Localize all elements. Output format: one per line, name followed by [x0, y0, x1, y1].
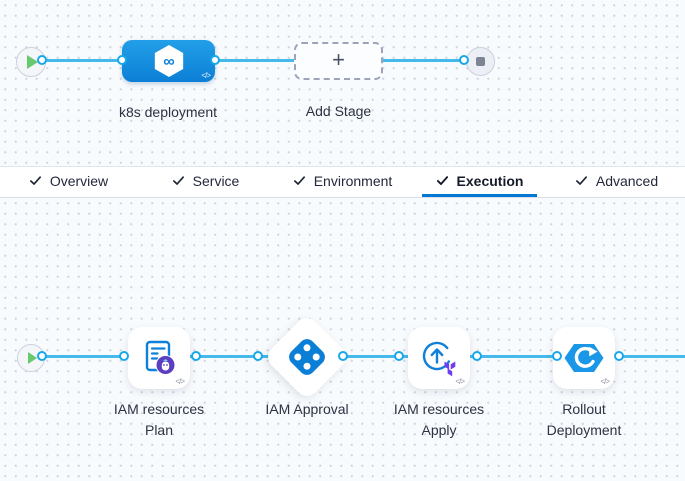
tab-service[interactable]: Service	[137, 167, 274, 197]
tab-label: Environment	[313, 172, 393, 189]
tab-label: Execution	[456, 172, 524, 189]
terraform-plan-icon	[145, 340, 176, 375]
add-stage-button[interactable]: +	[294, 42, 383, 80]
connector-dot	[119, 351, 129, 361]
step-label[interactable]: Rollout Deployment	[546, 401, 622, 438]
stop-icon	[476, 57, 485, 66]
check-icon	[293, 176, 305, 185]
pipeline-end-node	[466, 47, 495, 76]
step-label[interactable]: IAM resources Plan	[113, 401, 205, 438]
play-icon	[27, 55, 38, 69]
code-icon[interactable]: </>	[455, 377, 465, 386]
rollout-deployment-icon	[564, 344, 604, 372]
tab-overview[interactable]: Overview	[0, 167, 137, 197]
connector-dot	[338, 351, 348, 361]
approval-icon	[285, 335, 329, 379]
connector-dot	[472, 351, 482, 361]
tab-execution[interactable]: Execution	[411, 167, 548, 197]
check-icon	[172, 176, 184, 185]
play-icon	[27, 352, 37, 364]
connector-dot	[37, 55, 47, 65]
step-node-rollout-deployment[interactable]: </>	[553, 327, 615, 389]
tab-label: Advanced	[595, 172, 659, 189]
code-icon[interactable]: </>	[600, 377, 610, 386]
check-icon	[575, 176, 587, 185]
execution-graph-section: </> IAM resources Plan IAM Approval </> …	[0, 198, 685, 481]
check-icon	[29, 176, 41, 185]
connector-dot	[117, 55, 127, 65]
execution-connector-line	[42, 355, 685, 358]
tab-label: Overview	[49, 172, 109, 189]
stage-node-k8s-deployment[interactable]: ∞ </>	[122, 40, 215, 82]
stage-label[interactable]: k8s deployment	[118, 104, 218, 120]
terraform-apply-icon	[422, 341, 456, 377]
svg-text:∞: ∞	[163, 53, 174, 71]
connector-dot	[253, 351, 263, 361]
step-node-iam-resources-plan[interactable]: </>	[128, 327, 190, 389]
stage-connector-line	[42, 59, 479, 62]
tab-environment[interactable]: Environment	[274, 167, 411, 197]
tab-label: Service	[192, 172, 240, 189]
step-node-iam-resources-apply[interactable]: </>	[408, 327, 470, 389]
code-icon[interactable]: </>	[201, 71, 211, 80]
connector-dot	[459, 55, 469, 65]
check-icon	[436, 176, 448, 185]
step-label[interactable]: IAM Approval	[265, 401, 349, 417]
stage-graph-section: ∞ </> k8s deployment + Add Stage	[0, 0, 685, 166]
connector-dot	[210, 55, 220, 65]
connector-dot	[614, 351, 624, 361]
step-label[interactable]: IAM resources Apply	[393, 401, 485, 438]
add-stage-label[interactable]: Add Stage	[305, 103, 372, 119]
connector-dot	[552, 351, 562, 361]
connector-dot	[191, 351, 201, 361]
deploy-stage-hexagon-icon: ∞	[154, 44, 183, 78]
connector-dot	[37, 351, 47, 361]
connector-dot	[394, 351, 404, 361]
plus-icon: +	[332, 47, 345, 72]
stage-config-tabbar: Overview Service Environment	[0, 166, 685, 198]
tab-advanced[interactable]: Advanced	[548, 167, 685, 197]
code-icon[interactable]: </>	[175, 377, 185, 386]
